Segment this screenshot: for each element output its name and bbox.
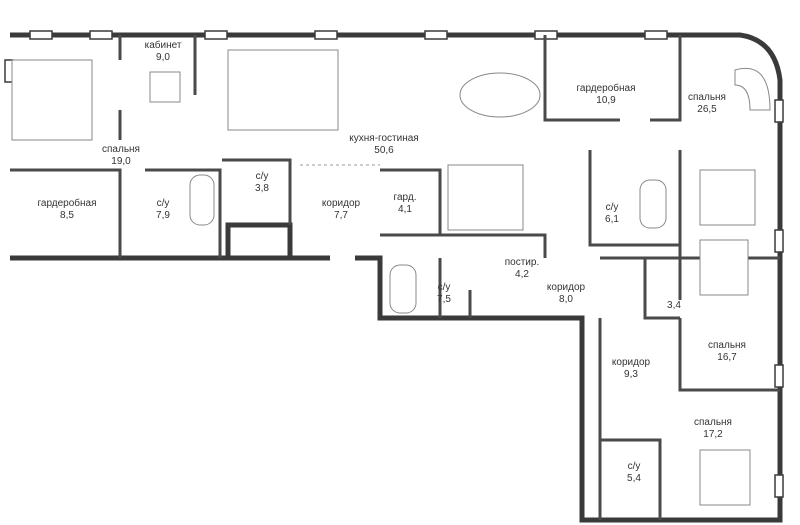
room-name: гардеробная	[37, 197, 96, 209]
sofa	[227, 49, 339, 131]
room-area: 9,0	[156, 52, 170, 63]
room-name: коридор	[547, 282, 586, 293]
room-name: спальня	[102, 144, 140, 155]
furniture	[11, 49, 771, 506]
room-area: 10,9	[596, 95, 616, 106]
svg-text:с/у7,5: с/у7,5	[437, 282, 451, 305]
room-area: 3,4	[667, 300, 681, 311]
room-area: 6,1	[605, 214, 619, 225]
room-area: 16,7	[717, 352, 737, 363]
bed	[699, 449, 751, 506]
room-area: 26,5	[697, 104, 717, 115]
bathtub	[389, 264, 417, 314]
room-name: с/у	[157, 198, 170, 209]
room-area: 8,0	[559, 294, 573, 305]
kitchen-island	[447, 164, 524, 231]
svg-text:постир.4,2: постир.4,2	[505, 257, 539, 280]
outer-wall	[10, 32, 783, 523]
bed	[699, 239, 749, 296]
desk	[149, 71, 181, 103]
room-area: 50,6	[374, 145, 394, 156]
room-area: 17,2	[703, 429, 723, 440]
room-name: гард.	[394, 192, 417, 203]
room-area: 4,2	[515, 269, 529, 280]
bathtub	[639, 179, 667, 229]
room-name: коридор	[322, 198, 361, 209]
room-area: 4,1	[398, 204, 412, 215]
room-name: гардеробная	[576, 82, 635, 94]
room-name: коридор	[612, 357, 651, 368]
sofa	[734, 68, 771, 111]
svg-text:с/у3,8: с/у3,8	[255, 171, 269, 194]
room-name: спальня	[708, 340, 746, 351]
room-name: кабинет	[145, 39, 182, 51]
room-area: 8,5	[60, 210, 74, 221]
svg-text:3,4: 3,4	[667, 300, 681, 311]
room-name: с/у	[256, 171, 269, 182]
windows	[4, 30, 784, 498]
bathtub	[189, 174, 215, 226]
svg-text:с/у6,1: с/у6,1	[605, 202, 619, 225]
room-area: 5,4	[627, 473, 641, 484]
room-area: 3,8	[255, 183, 269, 194]
room-area: 9,3	[624, 369, 638, 380]
room-area: 7,5	[437, 294, 451, 305]
svg-text:с/у7,9: с/у7,9	[156, 198, 170, 221]
room-name: с/у	[628, 461, 641, 472]
room-area: 7,9	[156, 210, 170, 221]
room-name: спальня	[694, 417, 732, 428]
svg-text:с/у5,4: с/у5,4	[627, 461, 641, 484]
room-name: с/у	[438, 282, 451, 293]
room-name: спальня	[688, 92, 726, 103]
dining-table	[459, 72, 541, 118]
bed	[699, 169, 756, 226]
room-area: 7,7	[334, 210, 348, 221]
bed	[11, 59, 93, 141]
room-area: 19,0	[111, 156, 131, 167]
room-name: кухня-гостиная	[349, 133, 418, 144]
svg-text:гард.4,1: гард.4,1	[394, 192, 417, 215]
room-name: постир.	[505, 257, 539, 268]
room-name: с/у	[606, 202, 619, 213]
interior-walls	[10, 35, 780, 520]
